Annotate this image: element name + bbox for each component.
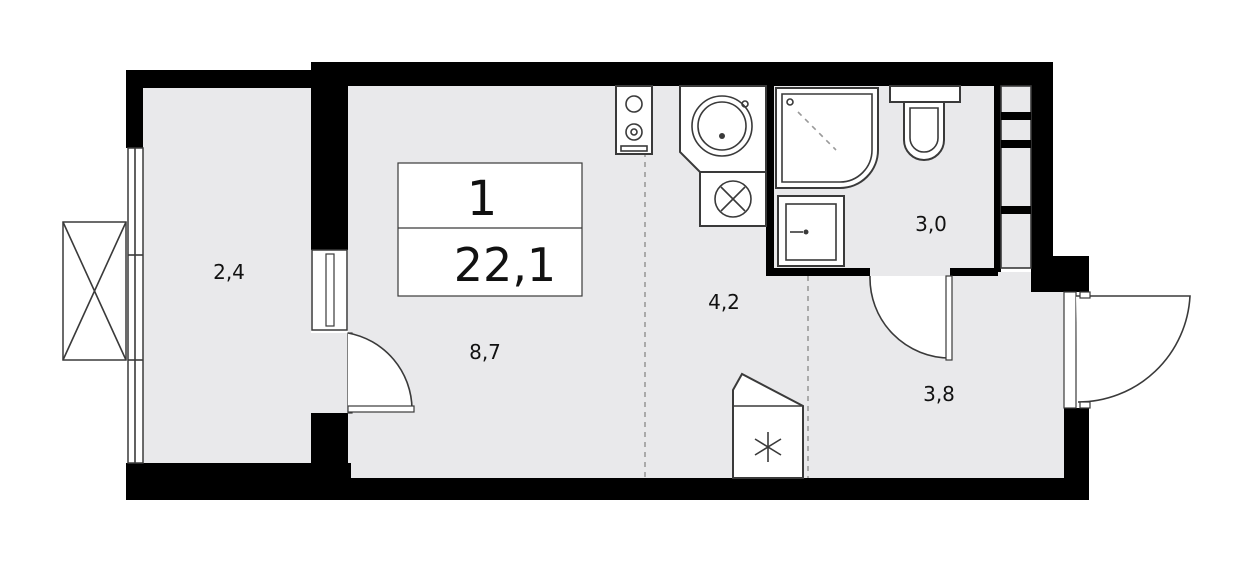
balcony-floor <box>143 88 311 463</box>
wall-right-upper <box>1031 62 1053 272</box>
fridge <box>732 372 804 479</box>
area-kitchen: 4,2 <box>708 290 740 314</box>
door-swing-entrance <box>1076 295 1191 403</box>
cooktop <box>615 85 653 155</box>
total-area: 22,1 <box>454 238 556 292</box>
wall-top <box>311 62 1053 86</box>
wall-balcony-left-upper <box>126 70 143 148</box>
snowflake-icon <box>754 432 782 462</box>
utility-shelves <box>1000 85 1032 269</box>
door-swing-living <box>347 332 413 410</box>
wall-partition-lower <box>311 413 348 478</box>
toilet-bowl <box>903 101 945 161</box>
walls <box>126 62 1089 500</box>
wall-balcony-top <box>126 70 316 88</box>
badge-box <box>397 162 583 297</box>
apartment-badge: 1 22,1 <box>397 162 583 297</box>
outdoor-unit <box>62 221 127 361</box>
washbasin <box>777 195 845 267</box>
windows <box>127 147 348 464</box>
shower <box>775 87 879 189</box>
room-count: 1 <box>467 171 498 227</box>
toilet-tank <box>889 85 961 103</box>
wall-bath-bottom-left <box>766 268 870 276</box>
wall-partition-upper <box>311 62 348 250</box>
wall-bath-right <box>994 86 1001 272</box>
area-hallway: 3,8 <box>923 382 955 406</box>
area-bathroom: 3,0 <box>915 212 947 236</box>
bathroom-fixtures <box>775 85 961 267</box>
wall-bath-left <box>766 86 774 276</box>
area-living: 8,7 <box>469 340 501 364</box>
door-swing-bathroom <box>869 275 951 359</box>
area-balcony: 2,4 <box>213 260 245 284</box>
wall-right-corner <box>1031 256 1089 292</box>
wall-bath-bottom-right <box>950 268 998 276</box>
doors <box>347 275 1191 414</box>
wall-bottom-main <box>348 478 1089 500</box>
kitchen-fixtures <box>615 85 804 479</box>
doorway-floor <box>311 333 351 413</box>
